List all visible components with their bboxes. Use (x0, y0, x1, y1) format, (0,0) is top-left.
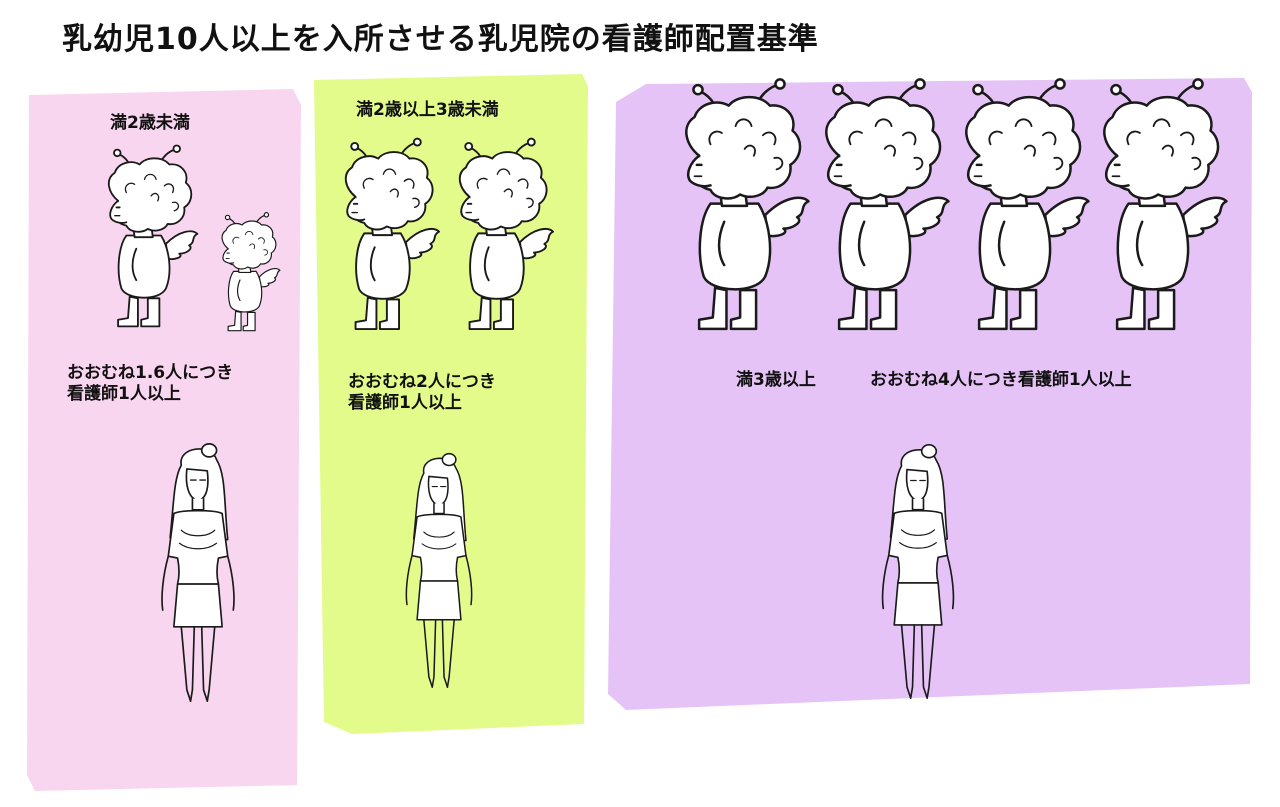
ratio-label: おおむね4人につき看護師1人以上 (870, 370, 1132, 390)
cupid-child-icon (1082, 76, 1232, 338)
page-title: 乳幼児10人以上を入所させる乳児院の看護師配置基準 (62, 22, 819, 57)
age-label: 満2歳以上3歳未満 (356, 100, 499, 120)
ratio-label: おおむね1.6人につき 看護師1人以上 (67, 363, 233, 405)
age-label: 満3歳以上 (736, 370, 816, 390)
panel-2-to-3: 満2歳以上3歳未満 おおむね2人につき 看護師1人以上 (312, 72, 592, 737)
ratio-line: おおむね2人につき (348, 372, 496, 392)
age-label: 満2歳未満 (110, 113, 190, 133)
ratio-line: 看護師1人以上 (67, 384, 181, 404)
ratio-line: おおむね1.6人につき (67, 363, 234, 383)
panel-under-2: 満2歳未満 おおむね1.6人につき 看護師1人以上 (25, 85, 305, 795)
cupid-child-icon (442, 136, 558, 336)
nurse-woman-icon (133, 427, 263, 717)
cupid-child-icon (328, 136, 444, 336)
ratio-label: おおむね2人につき 看護師1人以上 (348, 372, 496, 414)
cupid-child-icon (804, 76, 954, 338)
nurse-woman-icon (380, 438, 498, 702)
cupid-child-icon (664, 76, 814, 338)
cupid-child-icon (944, 76, 1094, 338)
cupid-child-icon (91, 143, 203, 333)
panel-3-and-over: 満3歳以上 おおむね4人につき看護師1人以上 (604, 74, 1256, 714)
ratio-line: 看護師1人以上 (348, 393, 462, 413)
cupid-child-icon (211, 211, 283, 335)
nurse-woman-icon (854, 426, 982, 716)
